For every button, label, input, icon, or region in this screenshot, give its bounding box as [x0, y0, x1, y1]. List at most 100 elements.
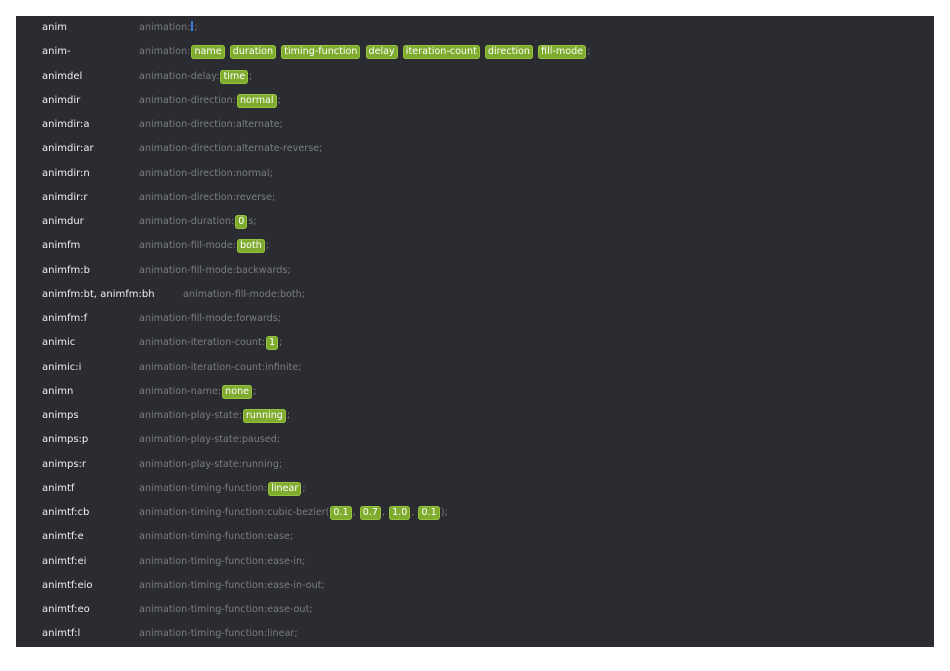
snippet-row[interactable]: animdir:ar animation-direction:alternate-…	[16, 137, 934, 161]
snippet-abbreviation: animtf:e	[42, 531, 84, 543]
snippet-abbreviation: animdel	[42, 70, 83, 82]
snippet-placeholder[interactable]: delay	[365, 45, 398, 60]
snippet-row[interactable]: animtf animation-timing-function:linear;	[16, 477, 934, 501]
snippet-expansion: animation-direction:alternate;	[139, 113, 283, 137]
snippet-placeholder[interactable]: fill-mode	[538, 45, 587, 60]
snippet-expansion: animation-play-state:running;	[139, 453, 282, 477]
expansion-text: animation-play-state:running;	[139, 458, 283, 470]
expansion-text: animation-play-state:paused;	[139, 434, 281, 446]
text-cursor	[191, 21, 194, 31]
expansion-text: animation-timing-function:ease-in-out;	[139, 579, 325, 591]
snippet-placeholder[interactable]: 1.0	[389, 506, 411, 520]
snippet-placeholder[interactable]: name	[191, 45, 225, 60]
expansion-text: animation-direction:alternate-reverse;	[139, 143, 323, 155]
snippet-placeholder[interactable]: duration	[229, 45, 277, 60]
snippet-placeholder[interactable]: running	[242, 409, 286, 423]
expansion-text: animation-direction:alternate;	[139, 119, 283, 130]
expansion-text: animation-fill-mode:backwards;	[139, 264, 291, 276]
snippet-abbreviation: animtf:ei	[42, 555, 87, 567]
placeholder-separator: ,	[411, 507, 418, 518]
snippet-placeholder[interactable]: direction	[484, 45, 533, 60]
expansion-suffix: );	[440, 507, 448, 518]
snippet-abbreviation: animps	[42, 410, 79, 421]
expansion-text: animation-timing-function:ease-out;	[139, 604, 313, 615]
expansion-text: animation-direction:reverse;	[139, 191, 276, 203]
snippet-row[interactable]: animdel animation-delay:time;	[16, 65, 934, 89]
snippet-placeholder[interactable]: 0	[235, 215, 248, 229]
expansion-suffix: ;	[194, 22, 198, 33]
snippet-abbreviation: animfm:b	[42, 264, 90, 276]
snippet-expansion: animation-fill-mode:backwards;	[139, 259, 291, 283]
expansion-suffix: ;	[253, 385, 257, 397]
snippet-placeholder[interactable]: both	[236, 239, 265, 254]
expansion-text: animation-timing-function:ease-in;	[139, 555, 306, 567]
snippet-abbreviation: animfm:f	[42, 313, 88, 324]
snippet-placeholder[interactable]: none	[222, 384, 253, 399]
snippet-placeholder[interactable]: time	[220, 69, 249, 84]
snippet-expansion: animation-delay:time;	[139, 65, 252, 89]
snippet-placeholder[interactable]: 0.1	[418, 506, 440, 520]
snippet-expansion: animation-name:none;	[139, 380, 256, 404]
snippet-row[interactable]: animtf:e animation-timing-function:ease;	[16, 525, 934, 549]
snippet-expansion: animation-fill-mode:both;	[183, 283, 305, 307]
snippet-expansion: animation-timing-function:linear;	[139, 622, 298, 646]
snippet-row[interactable]: animfm animation-fill-mode:both;	[16, 234, 934, 258]
snippet-placeholder[interactable]: linear	[268, 481, 302, 496]
expansion-suffix: ;	[302, 482, 306, 494]
expansion-text: animation-fill-mode:forwards;	[139, 313, 281, 324]
snippet-placeholder[interactable]: normal	[236, 93, 277, 108]
snippet-abbreviation: animdur	[42, 216, 84, 227]
snippet-abbreviation: animtf:eo	[42, 604, 90, 615]
expansion-text: animation-direction:normal;	[139, 167, 273, 179]
snippet-row[interactable]: anim-animation:name duration timing-func…	[16, 40, 934, 64]
snippet-abbreviation: animdir	[42, 94, 81, 106]
snippet-abbreviation: anim	[42, 22, 67, 33]
snippet-row[interactable]: animfm:b animation-fill-mode:backwards;	[16, 259, 934, 283]
snippet-expansion: animation-direction:normal;	[139, 162, 273, 186]
snippet-expansion: animation-fill-mode:both;	[139, 234, 269, 258]
snippet-placeholder[interactable]: timing-function	[281, 45, 361, 60]
snippet-placeholder[interactable]: 0.1	[330, 506, 352, 520]
snippet-row[interactable]: animtf:eio animation-timing-function:ease…	[16, 574, 934, 598]
expansion-suffix: ;	[286, 410, 291, 421]
snippet-placeholder[interactable]: 0.7	[359, 506, 381, 520]
snippet-row[interactable]: animtf:l animation-timing-function:linear…	[16, 622, 934, 646]
expansion-text: animation-iteration-count:	[139, 337, 265, 349]
snippet-placeholder[interactable]: 1	[265, 336, 279, 351]
snippet-abbreviation: animtf:eio	[42, 579, 93, 591]
expansion-text: animation:	[139, 46, 191, 58]
snippet-placeholder[interactable]: iteration-count	[402, 45, 480, 60]
placeholder-separator	[226, 46, 229, 57]
expansion-text: animation-delay:	[139, 70, 220, 82]
snippet-row[interactable]: animps animation-play-state:running;	[16, 404, 934, 428]
snippet-expansion: animation-play-state:running;	[139, 404, 290, 428]
snippet-abbreviation: animtf	[42, 482, 75, 494]
expansion-text: animation-timing-function:ease;	[139, 531, 294, 543]
placeholder-separator	[399, 46, 402, 57]
placeholder-separator	[361, 46, 364, 57]
expansion-suffix: s;	[248, 216, 257, 227]
snippet-row[interactable]: animtf:eo animation-timing-function:ease-…	[16, 598, 934, 622]
expansion-text: animation-timing-function:	[139, 482, 268, 494]
snippet-row[interactable]: animtf:ei animation-timing-function:ease-…	[16, 550, 934, 574]
snippet-abbreviation: animfm	[42, 240, 81, 252]
snippet-abbreviation: animdir:ar	[42, 143, 94, 155]
snippet-expansion: animation-direction:alternate-reverse;	[139, 137, 322, 161]
snippet-abbreviation: animtf:cb	[42, 507, 90, 518]
snippet-row[interactable]: animfm:f animation-fill-mode:forwards;	[16, 307, 934, 331]
snippet-abbreviation: animtf:l	[42, 628, 81, 640]
